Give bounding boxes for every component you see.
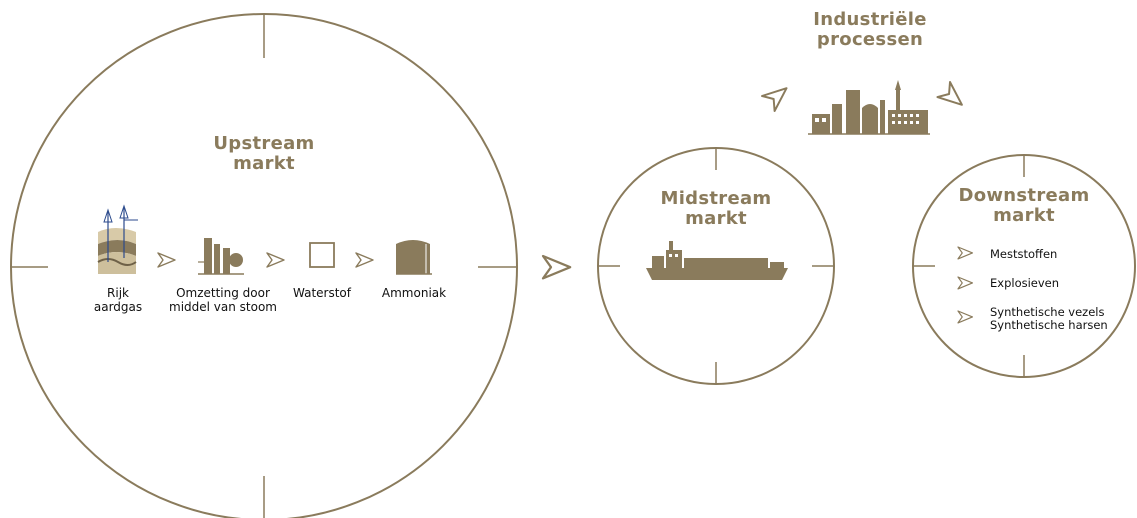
arrow-icon — [936, 81, 970, 114]
upstream-title-line1: Upstream — [213, 133, 315, 154]
list-item: Meststoffen — [990, 247, 1058, 261]
arrow-icon — [761, 79, 794, 112]
step-label-hydrogen: Waterstof — [282, 286, 362, 300]
list-item: Synthetische harsen — [990, 318, 1108, 332]
step-label-line2: middel van stoom — [169, 300, 277, 314]
downstream-title: Downstream markt — [944, 186, 1104, 226]
cargo-ship-icon — [646, 241, 788, 280]
downstream-circle — [912, 154, 1136, 378]
upstream-circle — [10, 13, 518, 518]
step-label-line2: aardgas — [93, 300, 143, 314]
arrow-icon — [957, 246, 974, 260]
step-label-line1: Omzetting door — [176, 286, 270, 300]
industrial-title: Industriële processen — [790, 10, 950, 50]
list-item: Synthetische vezels — [990, 305, 1105, 319]
step-label-steam-reforming: Omzetting door middel van stoom — [160, 286, 286, 314]
downstream-item-explosives: Explosieven — [990, 277, 1120, 290]
step-label-line1: Ammoniak — [381, 286, 447, 300]
midstream-title-line2: markt — [685, 208, 747, 229]
upstream-title: Upstream markt — [184, 134, 344, 174]
midstream-title-line1: Midstream — [660, 188, 772, 209]
arrow-icon — [957, 310, 974, 324]
ammonia-tank-icon — [396, 240, 432, 275]
industrial-plant-icon — [808, 80, 930, 135]
natural-gas-icon — [97, 204, 138, 274]
midstream-title: Midstream markt — [646, 189, 786, 229]
steam-reforming-plant-icon — [198, 238, 244, 275]
step-label-natural-gas: Rijk aardgas — [78, 286, 158, 314]
step-label-line1: Rijk — [107, 286, 129, 300]
arrow-icon — [266, 252, 285, 268]
downstream-item-synthetics: Synthetische vezels Synthetische harsen — [990, 306, 1130, 332]
list-item: Explosieven — [990, 276, 1060, 290]
step-label-line1: Waterstof — [293, 286, 351, 300]
arrow-icon — [541, 254, 572, 280]
step-label-ammonia: Ammoniak — [372, 286, 456, 300]
arrow-icon — [157, 252, 176, 268]
downstream-title-line1: Downstream — [958, 185, 1090, 206]
midstream-circle — [597, 147, 835, 385]
industrial-title-line2: processen — [816, 29, 924, 50]
industrial-title-line1: Industriële — [813, 9, 927, 30]
downstream-item-fertilizers: Meststoffen — [990, 248, 1120, 261]
arrow-icon — [957, 276, 974, 290]
downstream-title-line2: markt — [993, 205, 1055, 226]
arrow-icon — [355, 252, 374, 268]
hydrogen-square-icon — [309, 242, 335, 268]
upstream-title-line2: markt — [233, 153, 295, 174]
